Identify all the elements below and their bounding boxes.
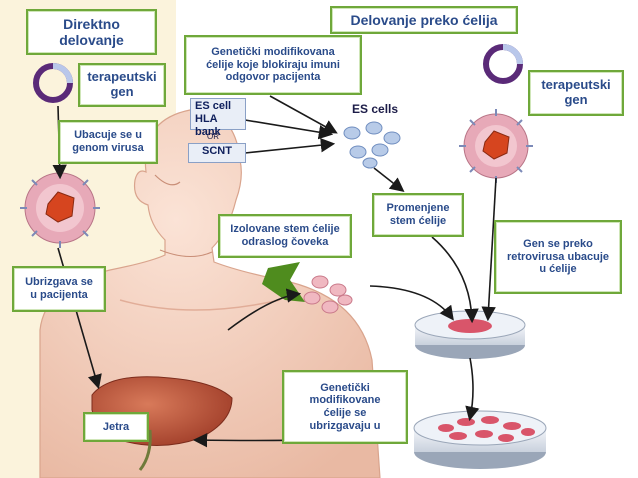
injected-into-patient-box: Ubrizgava se u pacijenta xyxy=(12,266,106,312)
es-cells-label: ES cells xyxy=(352,102,399,116)
petri-dish-top xyxy=(414,310,526,359)
gm-cells-injected-box: Genetički modifikovane ćelije se ubrizga… xyxy=(282,370,408,444)
modified-stem-cells-label: Promenjene stem ćelije xyxy=(386,202,450,227)
es-cell-hla-bank-label: ES cell HLA bank xyxy=(195,100,232,139)
scnt-label: SCNT xyxy=(202,145,232,157)
gm-cells-block-box: Genetički modifikovana ćelije koje bloki… xyxy=(184,35,362,95)
plasmid-icon-left xyxy=(33,63,73,103)
gene-via-retrovirus-label: Gen se preko retrovirusa ubacuje u ćelij… xyxy=(506,238,610,276)
cell-action-label: Delovanje preko ćelija xyxy=(350,11,498,28)
therapeutic-gene-left-box: terapeutski gen xyxy=(78,63,166,107)
es-cell-hla-bank-tag: ES cell HLA bank xyxy=(190,98,246,138)
adult-stem-cells xyxy=(303,275,353,314)
direct-action-box: Direktno delovanje xyxy=(26,9,157,55)
adult-stem-cells-label: Izolovane stem ćelije odraslog čoveka xyxy=(230,223,340,248)
insert-into-virus-box: Ubacuje se u genom virusa xyxy=(58,120,158,164)
liver-box: Jetra xyxy=(83,412,149,442)
es-cells-cluster xyxy=(343,121,401,169)
cell-action-box: Delovanje preko ćelija xyxy=(330,6,518,34)
liver-label: Jetra xyxy=(102,420,130,433)
or-label: OR xyxy=(207,132,219,141)
modified-stem-cells-box: Promenjene stem ćelije xyxy=(372,193,464,237)
gm-cells-injected-label: Genetički modifikovane ćelije se ubrizga… xyxy=(309,381,381,432)
adult-stem-cells-box: Izolovane stem ćelije odraslog čoveka xyxy=(218,214,352,258)
scnt-tag: SCNT xyxy=(188,143,246,163)
injected-into-patient-label: Ubrizgava se u pacijenta xyxy=(25,276,93,301)
therapeutic-gene-right-box: terapeutski gen xyxy=(528,70,624,116)
therapeutic-gene-left-label: terapeutski gen xyxy=(87,69,157,99)
virus-icon-left xyxy=(20,168,100,248)
gene-via-retrovirus-box: Gen se preko retrovirusa ubacuje u ćelij… xyxy=(494,220,622,294)
therapeutic-gene-right-label: terapeutski gen xyxy=(541,77,611,107)
petri-dish-bottom xyxy=(413,410,547,469)
gm-cells-block-label: Genetički modifikovana ćelije koje bloki… xyxy=(206,46,340,84)
insert-into-virus-label: Ubacuje se u genom virusa xyxy=(72,129,144,154)
direct-action-label: Direktno delovanje xyxy=(59,15,124,48)
virus-icon-right xyxy=(459,109,533,183)
plasmid-icon-right xyxy=(483,44,523,84)
